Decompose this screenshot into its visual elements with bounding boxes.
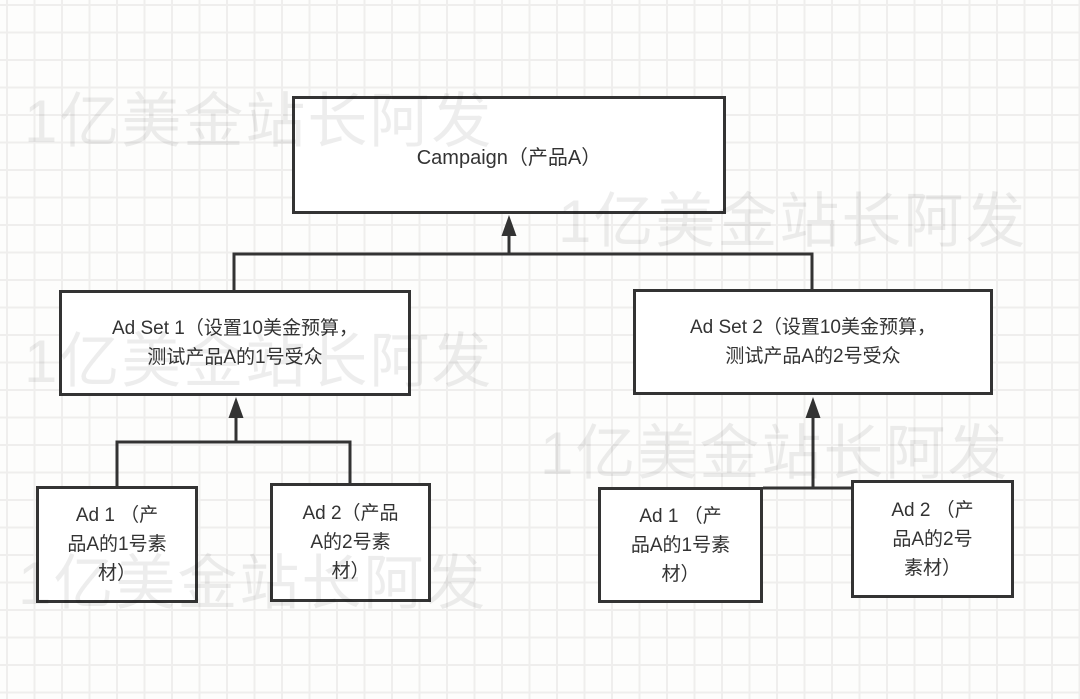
campaign-label: Campaign（产品A） — [416, 146, 602, 169]
ad2-left-label-line1: Ad 2（产品 — [302, 503, 399, 524]
adset2-label-line1: Ad Set 2（设置10美金预算， — [689, 317, 937, 338]
connector-left-ads-bar — [115, 440, 352, 487]
ad1-left-label-line3: 材） — [97, 563, 136, 584]
ad2-right-label-line2: 品A的2号 — [892, 528, 973, 550]
adset1-label-line2: 测试产品A的1号受众 — [147, 347, 323, 368]
ad2-left-label-line2: A的2号素 — [310, 532, 391, 553]
adset1-label-line1: Ad Set 1（设置10美金预算， — [111, 318, 359, 339]
ad1-right-label-line2: 品A的1号素 — [630, 534, 731, 556]
adset2-label-line2: 测试产品A的2号受众 — [725, 346, 901, 367]
ad2-right-node: Ad 2 （产 品A的2号 素材） — [851, 480, 1014, 598]
arrow-up-icon — [501, 215, 517, 236]
arrow-up-icon — [228, 397, 244, 418]
adset2-node: Ad Set 2（设置10美金预算， 测试产品A的2号受众 — [633, 289, 993, 395]
ad2-left-node: Ad 2（产品 A的2号素 材） — [270, 483, 431, 602]
ad1-right-label-line1: Ad 1 （产 — [639, 505, 722, 527]
ad1-left-label-line2: 品A的1号素 — [67, 534, 167, 555]
campaign-node: Campaign（产品A） — [292, 96, 726, 214]
ad2-left-label-line3: 材） — [331, 561, 370, 582]
ad2-right-label-line1: Ad 2 （产 — [891, 499, 974, 521]
connector-adsets-bar — [232, 252, 814, 291]
ad2-right-label-line3: 素材） — [903, 557, 961, 579]
arrow-up-icon — [805, 397, 821, 418]
ad1-right-node: Ad 1 （产 品A的1号素 材） — [598, 487, 763, 603]
ad1-left-node: Ad 1 （产 品A的1号素 材） — [36, 486, 198, 603]
ad1-right-label-line3: 材） — [661, 563, 700, 585]
ad1-left-label-line1: Ad 1 （产 — [75, 505, 159, 526]
adset1-node: Ad Set 1（设置10美金预算， 测试产品A的1号受众 — [59, 290, 411, 396]
